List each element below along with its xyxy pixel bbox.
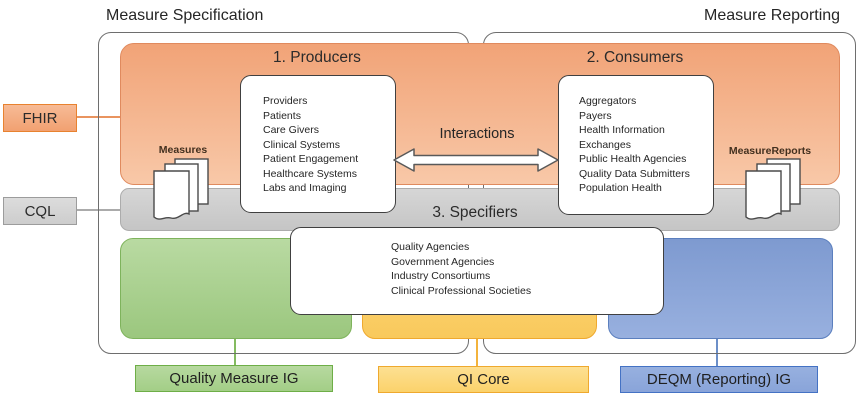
- consumers-list: Aggregators Payers Health Information Ex…: [579, 94, 690, 196]
- measure-specification-title: Measure Specification: [106, 7, 264, 24]
- cql-tag-label: CQL: [24, 202, 56, 220]
- interactions-label: Interactions: [439, 126, 515, 142]
- list-item: Clinical Systems: [263, 138, 341, 151]
- list-item: Aggregators: [579, 95, 637, 107]
- deqm-ig-label: DEQM (Reporting) IG: [620, 366, 818, 393]
- list-item: Exchanges: [579, 138, 631, 151]
- quality-measure-ig-label: Quality Measure IG: [135, 365, 333, 392]
- double-arrow-icon: [393, 147, 559, 173]
- fhir-tag: FHIR: [3, 104, 77, 132]
- measure-reports-label: MeasureReports: [728, 145, 812, 157]
- list-item: Public Health Agencies: [579, 153, 687, 165]
- measure-reporting-title: Measure Reporting: [704, 7, 841, 24]
- cql-tag: CQL: [3, 197, 77, 225]
- list-item: Industry Consortiums: [391, 270, 491, 282]
- consumers-list-box: Aggregators Payers Health Information Ex…: [558, 75, 714, 215]
- cql-connector-line: [76, 209, 122, 211]
- list-item: Healthcare Systems: [263, 167, 357, 180]
- list-item: Clinical Professional Societies: [391, 284, 532, 297]
- measures-label: Measures: [158, 144, 208, 156]
- list-item: Patient Engagement: [263, 153, 359, 165]
- list-item: Payers: [579, 109, 612, 122]
- qi-core-text: QI Core: [457, 371, 510, 388]
- list-item: Government Agencies: [391, 255, 495, 268]
- list-item: Quality Data Submitters: [579, 167, 690, 180]
- fhir-connector-line: [76, 116, 122, 118]
- list-item: Care Givers: [263, 124, 320, 136]
- quality-measure-ig-text: Quality Measure IG: [169, 370, 299, 387]
- deqm-ig-connector-line: [716, 337, 718, 366]
- specifiers-heading: 3. Specifiers: [432, 204, 518, 221]
- specifiers-list: Quality Agencies Government Agencies Ind…: [391, 240, 531, 298]
- list-item: Labs and Imaging: [263, 182, 347, 194]
- qi-core-connector-line: [476, 337, 478, 366]
- deqm-ig-text: DEQM (Reporting) IG: [646, 371, 792, 388]
- list-item: Patients: [263, 109, 301, 122]
- specifiers-list-box: Quality Agencies Government Agencies Ind…: [290, 227, 664, 315]
- list-item: Quality Agencies: [391, 241, 470, 253]
- quality-measure-ig-connector-line: [234, 337, 236, 365]
- fhir-tag-label: FHIR: [22, 109, 58, 127]
- measure-reports-documents-icon: [744, 158, 806, 228]
- list-item: Health Information: [579, 124, 665, 136]
- producers-list-box: Providers Patients Care Givers Clinical …: [240, 75, 396, 213]
- measures-documents-icon: [152, 158, 214, 228]
- producers-heading: 1. Producers: [273, 49, 361, 66]
- list-item: Population Health: [579, 182, 662, 194]
- qi-core-label: QI Core: [378, 366, 589, 393]
- consumers-heading: 2. Consumers: [586, 49, 684, 66]
- list-item: Providers: [263, 95, 308, 107]
- producers-list: Providers Patients Care Givers Clinical …: [263, 94, 358, 196]
